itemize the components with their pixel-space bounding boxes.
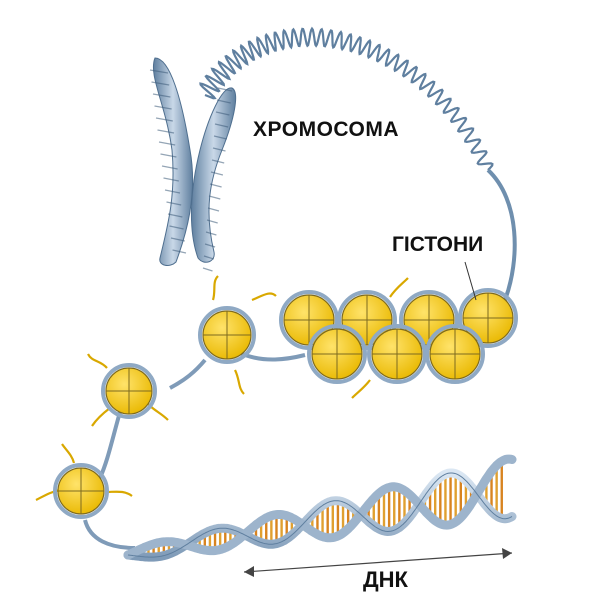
dna-wrap (101, 363, 157, 419)
chromosome-band (205, 231, 217, 236)
histones-label: ГІСТОНИ (392, 233, 484, 256)
chromosome-band (163, 177, 179, 182)
histones-pointer (464, 261, 477, 301)
chromosome-band (206, 219, 218, 224)
chromosome-band (161, 165, 178, 170)
chromosome-band (164, 189, 181, 194)
chromosome-band (210, 171, 224, 176)
nucleosome (458, 288, 518, 348)
chromosome-band (172, 249, 187, 254)
chromosome-band (204, 243, 216, 248)
chromosome-band (209, 183, 222, 188)
chromosome-band (149, 69, 169, 74)
nucleosome (307, 324, 367, 384)
chromosome-band (207, 207, 220, 212)
chromosome-band (212, 147, 226, 152)
chromosome-band (217, 87, 233, 92)
nucleosome (53, 463, 109, 519)
chromosome-band (211, 159, 225, 164)
nucleosome (198, 306, 256, 364)
chromosome-band (158, 141, 176, 146)
chromosome-band (202, 267, 213, 272)
chromosome-band (155, 117, 173, 122)
nucleosome (425, 324, 485, 384)
chromosome-band (166, 201, 182, 206)
chromosome-band (214, 123, 229, 128)
chromosome-band (170, 237, 185, 242)
dna-length-arrow (243, 548, 513, 577)
chromosome-label: ХРОМОСОМА (253, 118, 400, 141)
chromosome-band (167, 213, 183, 218)
dna-wrap (53, 463, 109, 519)
chromatid-right (190, 87, 237, 263)
nucleosome (367, 324, 427, 384)
chromatin-fiber (486, 168, 517, 301)
chromosome-band (208, 195, 221, 200)
histone-cluster (279, 288, 518, 384)
dna-wrap (458, 288, 518, 348)
dna-wrap (425, 324, 485, 384)
dna-label: ДНК (363, 567, 408, 592)
chromosome-band (216, 99, 231, 104)
chromosome-band (154, 105, 172, 110)
chromosome (149, 57, 237, 272)
nucleosomes (53, 306, 256, 519)
nucleosome (101, 363, 157, 419)
chromosome-band (157, 129, 175, 134)
chromosome-band (151, 81, 170, 86)
chromosome-band (215, 111, 230, 116)
chromosome-band (169, 225, 184, 230)
chromatid-left (153, 57, 194, 266)
chromosome-band (160, 153, 177, 158)
dna-helix (123, 454, 517, 562)
supercoiled-fiber (199, 26, 517, 301)
chromosome-band (203, 255, 214, 260)
dna-wrap (307, 324, 367, 384)
dna-wrap (337, 290, 397, 350)
dna-wrap (198, 306, 256, 364)
chromosome-band (152, 93, 171, 98)
chromosome-band (213, 135, 227, 140)
